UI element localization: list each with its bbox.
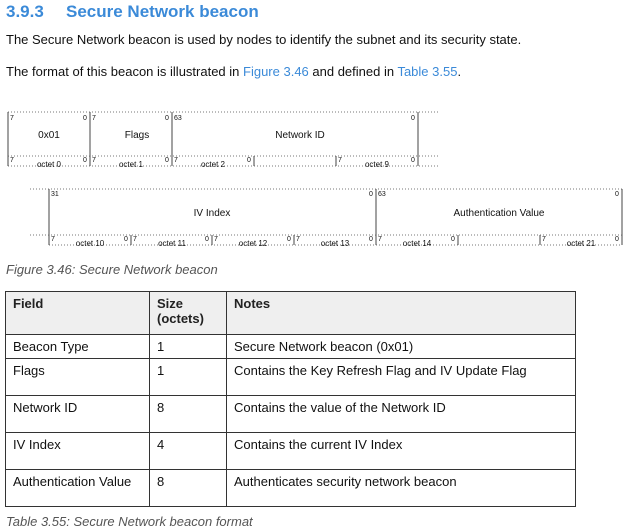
octet-10-lo-bit: 0 xyxy=(124,236,128,243)
field-flags-hi-bit: 7 xyxy=(92,115,96,122)
table-row: Authentication Value 8 Authenticates sec… xyxy=(5,469,576,507)
field-auth-value-label: Authentication Value xyxy=(454,208,545,219)
header-notes: Notes xyxy=(226,291,576,335)
header-field: Field xyxy=(5,291,150,335)
cell-notes: Contains the value of the Network ID xyxy=(226,395,576,433)
octet-14-lo-bit: 0 xyxy=(451,236,455,243)
octet-12-lo-bit: 0 xyxy=(287,236,291,243)
octet-12-label: octet 12 xyxy=(239,239,268,248)
octet-13-hi-bit: 7 xyxy=(296,236,300,243)
octet-2-lo-bit: 0 xyxy=(247,157,251,164)
octet-2-hi-bit: 7 xyxy=(174,157,178,164)
field-network-id-label: Network ID xyxy=(275,130,324,141)
cell-field: IV Index xyxy=(5,432,150,470)
field-flags-lo-bit: 0 xyxy=(165,115,169,122)
cell-size: 4 xyxy=(149,432,227,470)
format-text-suffix: . xyxy=(457,64,462,79)
octet-13-label: octet 13 xyxy=(321,239,350,248)
table-header-row: Field Size (octets) Notes xyxy=(5,291,576,335)
figure-link[interactable]: Figure 3.46 xyxy=(243,64,309,79)
field-network-id-lo-bit: 0 xyxy=(411,115,415,122)
field-0x01-hi-bit: 7 xyxy=(10,115,14,122)
table-caption: Table 3.55: Secure Network beacon format xyxy=(6,514,253,529)
octet-21-hi-bit: 7 xyxy=(542,236,546,243)
octet-21-lo-bit: 0 xyxy=(615,236,619,243)
octet-0-label: octet 0 xyxy=(37,160,62,169)
octet-11-hi-bit: 7 xyxy=(133,236,137,243)
octet-9-lo-bit: 0 xyxy=(411,157,415,164)
table-row: IV Index 4 Contains the current IV Index xyxy=(5,432,576,470)
octet-0-hi-bit: 7 xyxy=(10,157,14,164)
octet-21-label: octet 21 xyxy=(567,239,596,248)
octet-2-label: octet 2 xyxy=(201,160,226,169)
cell-field: Network ID xyxy=(5,395,150,433)
octet-1-hi-bit: 7 xyxy=(92,157,96,164)
field-network-id-hi-bit: 63 xyxy=(174,115,182,122)
field-auth-value-hi-bit: 63 xyxy=(378,191,386,198)
beacon-fields-table: Field Size (octets) Notes Beacon Type 1 … xyxy=(5,291,576,507)
field-auth-value-lo-bit: 0 xyxy=(615,191,619,198)
format-paragraph: The format of this beacon is illustrated… xyxy=(6,64,461,79)
field-0x01-lo-bit: 0 xyxy=(83,115,87,122)
cell-size: 8 xyxy=(149,395,227,433)
table-row: Flags 1 Contains the Key Refresh Flag an… xyxy=(5,358,576,396)
figure-caption: Figure 3.46: Secure Network beacon xyxy=(6,262,218,277)
octet-14-hi-bit: 7 xyxy=(378,236,382,243)
cell-field: Flags xyxy=(5,358,150,396)
table-link[interactable]: Table 3.55 xyxy=(397,64,458,79)
cell-size: 1 xyxy=(149,358,227,396)
octet-1-lo-bit: 0 xyxy=(165,157,169,164)
octet-10-hi-bit: 7 xyxy=(51,236,55,243)
table-row: Beacon Type 1 Secure Network beacon (0x0… xyxy=(5,334,576,359)
octet-11-lo-bit: 0 xyxy=(205,236,209,243)
octet-12-hi-bit: 7 xyxy=(214,236,218,243)
section-number: 3.9.3 xyxy=(6,2,44,21)
octet-14-label: octet 14 xyxy=(403,239,432,248)
octet-1-label: octet 1 xyxy=(119,160,144,169)
cell-notes: Authenticates security network beacon xyxy=(226,469,576,507)
diagram-row-2: 31 0 63 0 IV Index Authentication Value … xyxy=(30,188,623,248)
section-title: Secure Network beacon xyxy=(66,2,259,21)
section-heading: 3.9.3 Secure Network beacon xyxy=(6,2,259,22)
table-row: Network ID 8 Contains the value of the N… xyxy=(5,395,576,433)
format-text-mid: and defined in xyxy=(308,64,398,79)
octet-0-lo-bit: 0 xyxy=(83,157,87,164)
cell-size: 8 xyxy=(149,469,227,507)
cell-notes: Contains the Key Refresh Flag and IV Upd… xyxy=(226,358,576,396)
cell-size: 1 xyxy=(149,334,227,359)
octet-9-hi-bit: 7 xyxy=(338,157,342,164)
intro-paragraph: The Secure Network beacon is used by nod… xyxy=(6,32,522,47)
field-iv-index-hi-bit: 31 xyxy=(51,191,59,198)
cell-notes: Secure Network beacon (0x01) xyxy=(226,334,576,359)
diagram-row-1: 7 0 7 0 63 0 0x01 Flags Network ID 7 oct… xyxy=(7,111,438,169)
cell-field: Authentication Value xyxy=(5,469,150,507)
field-iv-index-label: IV Index xyxy=(194,208,231,219)
octet-10-label: octet 10 xyxy=(76,239,105,248)
format-text-prefix: The format of this beacon is illustrated… xyxy=(6,64,244,79)
cell-notes: Contains the current IV Index xyxy=(226,432,576,470)
octet-9-label: octet 9 xyxy=(365,160,390,169)
octet-13-lo-bit: 0 xyxy=(369,236,373,243)
beacon-format-diagram: 7 0 7 0 63 0 0x01 Flags Network ID 7 oct… xyxy=(7,111,623,248)
octet-11-label: octet 11 xyxy=(158,239,186,248)
field-iv-index-lo-bit: 0 xyxy=(369,191,373,198)
header-size: Size (octets) xyxy=(149,291,227,335)
field-flags-label: Flags xyxy=(125,130,149,141)
cell-field: Beacon Type xyxy=(5,334,150,359)
field-0x01-label: 0x01 xyxy=(38,130,60,141)
